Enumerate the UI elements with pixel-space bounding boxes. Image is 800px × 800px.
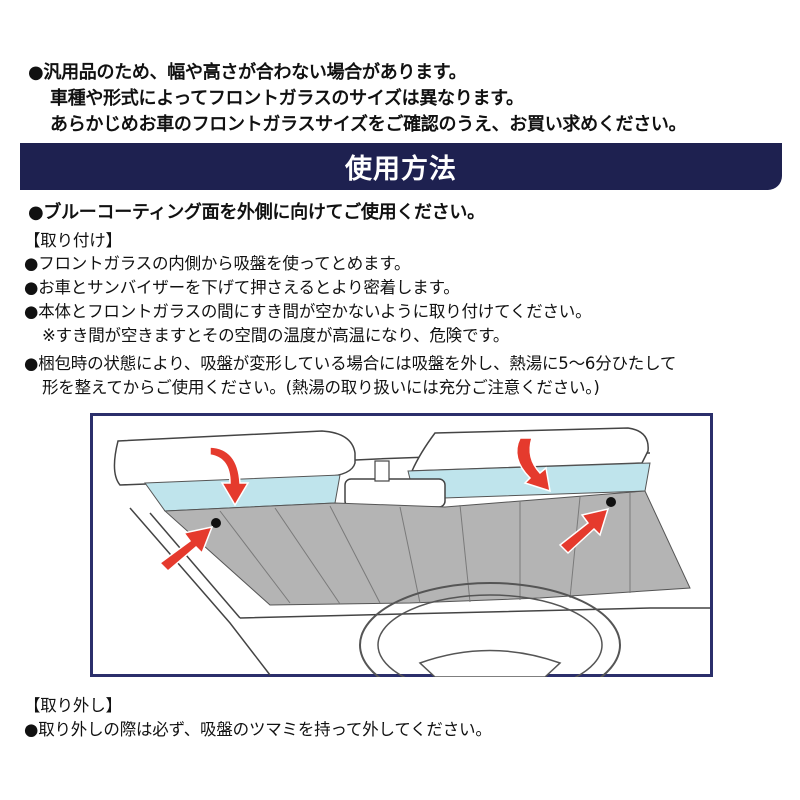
notice-line-1: ●汎用品のため、幅や高さが合わない場合があります。 [28, 62, 467, 83]
installation-illustration [90, 413, 713, 677]
a-pillar-left-inner [149, 512, 241, 619]
left-sun-visor [113, 430, 356, 486]
dashboard-edge [239, 607, 710, 619]
install-line-5: 形を整えてからご使用ください。(熱湯の取り扱いには充分ご注意ください。) [42, 378, 600, 397]
arrow-to-suction-left [158, 525, 214, 573]
rear-view-mirror [344, 478, 446, 508]
suction-cup-left [211, 518, 221, 528]
sun-shade-panel [163, 490, 691, 606]
intro-line: ●ブルーコーティング面を外側に向けてご使用ください。 [28, 202, 485, 223]
install-line-2: ●お車とサンバイザーを下げて押さえるとより密着します。 [24, 278, 460, 297]
install-line-3: ●本体とフロントガラスの間にすき間が空かないように取り付けてください。 [24, 302, 592, 321]
install-heading: 【取り付け】 [24, 231, 122, 250]
notice-line-3: あらかじめお車のフロントガラスサイズをご確認のうえ、お買い求めください。 [50, 114, 687, 135]
curved-arrow-left [209, 446, 250, 507]
suction-cup-right [606, 497, 616, 507]
section-title: 使用方法 [345, 154, 457, 185]
notice-line-2: 車種や形式によってフロントガラスのサイズは異なります。 [50, 88, 524, 109]
sun-shade-folds [219, 493, 631, 605]
section-banner: 使用方法 [20, 143, 782, 190]
steering-wheel-outer [359, 582, 621, 677]
curved-arrow-right [515, 437, 551, 493]
arrow-to-suction-right [558, 507, 610, 555]
remove-line: ●取り外しの際は必ず、吸盤のツマミを持って外してください。 [24, 720, 492, 739]
install-note: ※すき間が空きますとその空間の温度が高温になり、危険です。 [42, 326, 510, 345]
steering-wheel-inner [377, 594, 603, 677]
steering-wheel-hub [418, 649, 562, 677]
install-line-1: ●フロントガラスの内側から吸盤を使ってとめます。 [24, 254, 411, 273]
install-line-4: ●梱包時の状態により、吸盤が変形している場合には吸盤を外し、熱湯に5〜6分ひたし… [24, 354, 677, 373]
a-pillar-left [129, 507, 271, 676]
mirror-mount [374, 460, 390, 482]
remove-heading: 【取り外し】 [24, 696, 122, 715]
